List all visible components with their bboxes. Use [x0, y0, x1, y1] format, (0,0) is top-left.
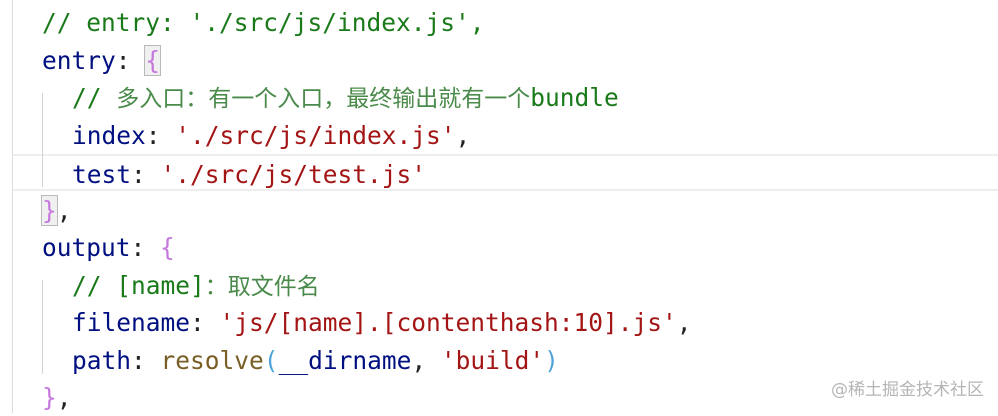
- code-token-punct: ,: [411, 345, 441, 375]
- code-token-brace-blue: (: [263, 345, 279, 375]
- code-token-brace-match: {: [144, 44, 162, 76]
- code-line[interactable]: index: './src/js/index.js',: [0, 117, 998, 154]
- code-token-brace: }: [42, 383, 57, 412]
- code-token-key: path: [72, 345, 132, 375]
- code-line-content: // [name]：取文件名: [72, 267, 320, 306]
- indent-guide-output: [42, 280, 43, 374]
- code-line-content: index: './src/js/index.js',: [72, 117, 470, 154]
- code-token-key: test: [72, 160, 132, 189]
- code-token-punct: :: [130, 233, 161, 262]
- code-token-str: 'build': [440, 345, 545, 375]
- code-line-content: },: [42, 379, 72, 416]
- code-token-comment: // [name]: [72, 270, 205, 300]
- code-token-punct: :: [190, 308, 220, 337]
- code-token-punct: ,: [455, 120, 471, 150]
- code-token-punct: ,: [676, 308, 692, 337]
- code-token-key: output: [42, 233, 131, 262]
- code-token-punct: :: [131, 160, 161, 189]
- code-line-content: },: [41, 192, 72, 229]
- code-token-comment: bundle: [530, 83, 619, 112]
- code-line-content: entry: {: [42, 42, 162, 79]
- code-token-comment-cjk: ：取文件名: [204, 273, 320, 300]
- watermark-text: @稀土掘金技术社区: [831, 380, 984, 400]
- code-token-punct: :: [115, 45, 146, 75]
- code-line[interactable]: test: './src/js/test.js': [13, 154, 998, 191]
- code-token-str: './src/js/test.js': [160, 160, 427, 189]
- code-line-content: test: './src/js/test.js': [72, 156, 426, 193]
- code-token-punct: :: [131, 345, 161, 375]
- code-line-content: // entry: './src/js/index.js',: [42, 4, 485, 41]
- indent-guide-entry: [42, 93, 43, 187]
- code-token-brace: {: [160, 233, 175, 262]
- code-token-key: entry: [42, 45, 116, 75]
- code-line[interactable]: },: [0, 379, 998, 416]
- code-token-punct: ,: [56, 195, 72, 225]
- editor-gutter-border: [12, 0, 13, 413]
- code-token-var: __dirname: [278, 345, 412, 375]
- code-token-func: resolve: [160, 345, 264, 375]
- code-line[interactable]: entry: {: [0, 42, 998, 79]
- code-token-comment: // entry: './src/js/index.js',: [42, 8, 485, 37]
- code-token-str: './src/js/index.js': [175, 120, 456, 150]
- code-token-punct: ,: [56, 383, 72, 412]
- code-token-key: index: [72, 120, 146, 150]
- code-token-comment-cjk: 多入口：有一个入口，最终输出就有一个: [116, 86, 531, 112]
- code-token-key: filename: [72, 308, 191, 337]
- code-token-str: 'js/[name].[contenthash:10].js': [219, 308, 677, 337]
- code-token-brace-blue: ): [544, 345, 559, 375]
- code-line-content: filename: 'js/[name].[contenthash:10].js…: [72, 304, 692, 341]
- code-line-content: output: {: [42, 229, 175, 266]
- code-token-brace-match: }: [41, 194, 58, 226]
- code-line[interactable]: filename: 'js/[name].[contenthash:10].js…: [0, 304, 998, 341]
- code-line-content: path: resolve(__dirname, 'build'): [72, 342, 559, 379]
- code-line-content: // 多入口：有一个入口，最终输出就有一个bundle: [72, 79, 619, 118]
- code-line[interactable]: },: [0, 192, 998, 229]
- code-line[interactable]: path: resolve(__dirname, 'build'): [0, 342, 998, 379]
- code-line[interactable]: output: {: [0, 229, 998, 266]
- code-line[interactable]: // [name]：取文件名: [0, 267, 998, 304]
- code-line[interactable]: // entry: './src/js/index.js',: [0, 4, 998, 41]
- code-token-comment: //: [72, 83, 117, 112]
- code-token-punct: :: [145, 120, 176, 150]
- code-line[interactable]: // 多入口：有一个入口，最终输出就有一个bundle: [0, 79, 998, 116]
